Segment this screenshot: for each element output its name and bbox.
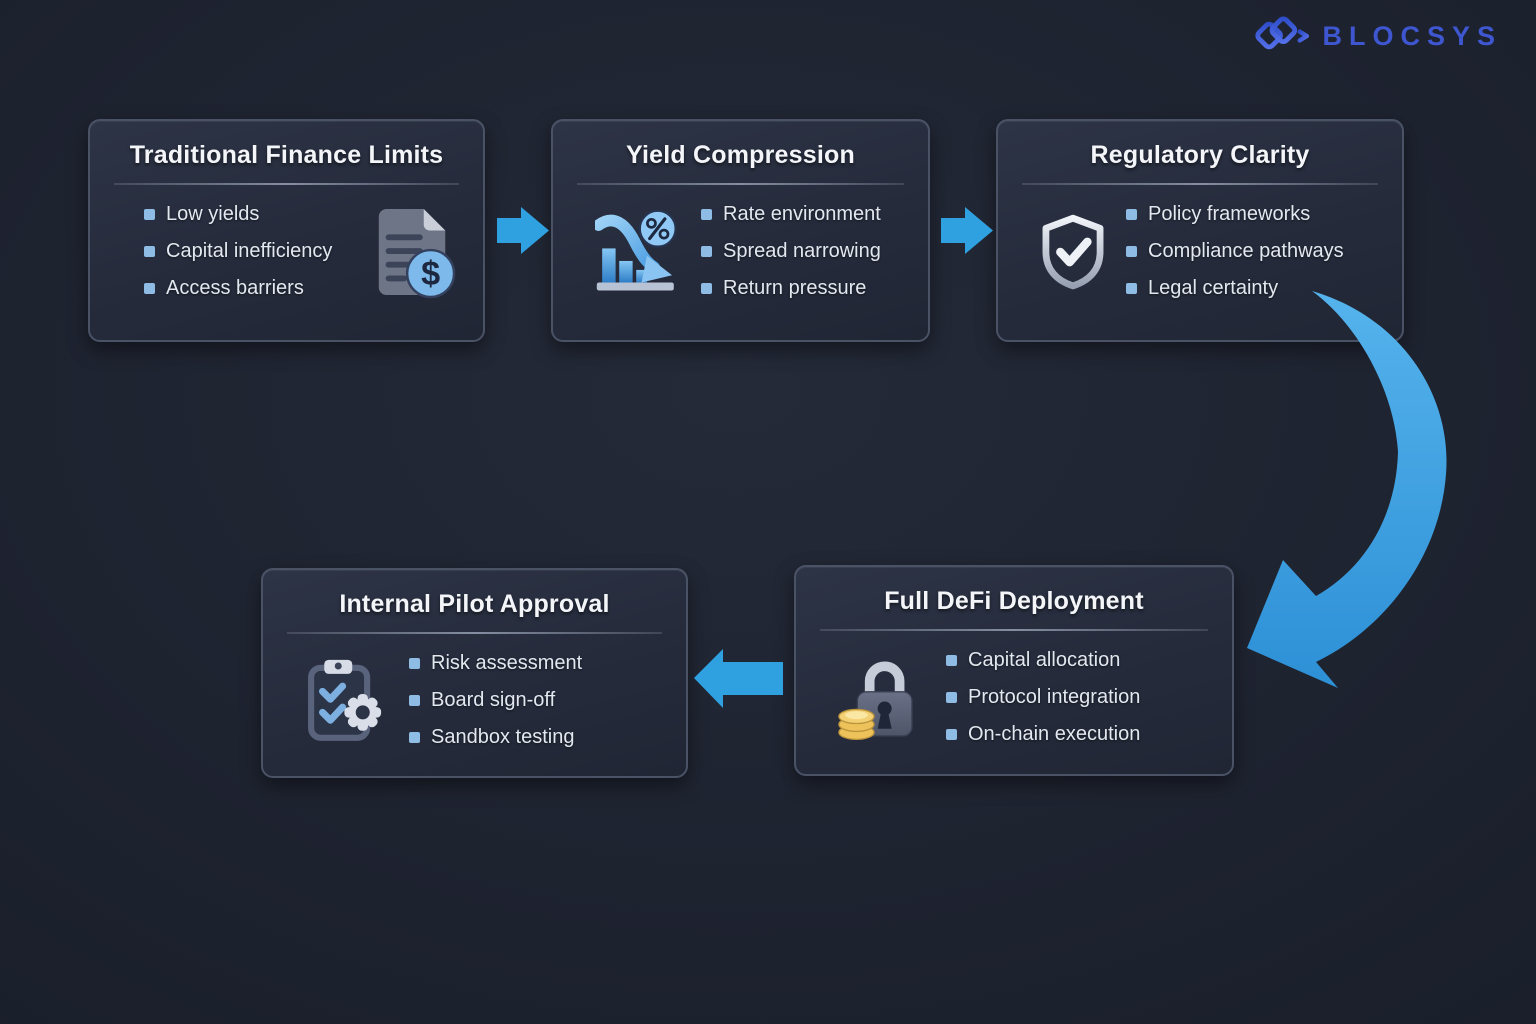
item-text: Spread narrowing: [723, 240, 881, 262]
divider: [577, 183, 904, 185]
card-yield-compression: Yield Compression: [551, 119, 930, 342]
list-item: Return pressure: [701, 275, 881, 302]
item-text: On-chain execution: [968, 723, 1141, 745]
item-text: Protocol integration: [968, 686, 1141, 708]
list-item: Capital allocation: [946, 647, 1140, 674]
blocsys-diamonds-icon: [1255, 16, 1310, 50]
brand-name: BLOCSYS: [1322, 20, 1502, 51]
bullet-square-icon: [144, 246, 155, 257]
card-internal-pilot-approval: Internal Pilot Approval: [261, 568, 688, 778]
lock-coins-icon: [838, 653, 926, 743]
card-item-list: Rate environment Spread narrowing Return…: [701, 201, 881, 302]
list-item: Capital inefficiency: [144, 238, 332, 265]
divider: [1022, 183, 1378, 185]
list-item: Access barriers: [144, 275, 332, 302]
list-item: Sandbox testing: [409, 724, 582, 751]
item-text: Board sign-off: [431, 689, 556, 711]
arrow-traditional-to-yield-icon: [497, 207, 549, 254]
bullet-square-icon: [946, 692, 957, 703]
bullet-square-icon: [1126, 246, 1137, 257]
bullet-square-icon: [409, 658, 420, 669]
bullet-square-icon: [701, 209, 712, 220]
item-text: Return pressure: [723, 277, 867, 299]
list-item: Policy frameworks: [1126, 201, 1344, 228]
list-item: On-chain execution: [946, 721, 1140, 748]
list-item: Risk assessment: [409, 650, 582, 677]
declining-chart-percent-icon: [595, 209, 681, 294]
item-text: Policy frameworks: [1148, 203, 1311, 225]
list-item: Rate environment: [701, 201, 881, 228]
arrow-deployment-to-pilot-icon: [694, 649, 783, 708]
bullet-square-icon: [946, 729, 957, 740]
bullet-square-icon: [701, 283, 712, 294]
card-regulatory-clarity: Regulatory Clarity Policy frameworks Com…: [996, 119, 1404, 342]
card-item-list: Capital allocation Protocol integration …: [946, 647, 1140, 748]
list-item: Board sign-off: [409, 687, 582, 714]
card-traditional-finance-limits: Traditional Finance Limits Low yields Ca…: [88, 119, 485, 342]
item-text: Rate environment: [723, 203, 881, 225]
bullet-square-icon: [144, 283, 155, 294]
divider: [114, 183, 459, 185]
list-item: Spread narrowing: [701, 238, 881, 265]
bullet-square-icon: [144, 209, 155, 220]
item-text: Capital allocation: [968, 649, 1121, 671]
divider: [287, 632, 662, 634]
shield-check-icon: [1040, 213, 1106, 291]
item-text: Sandbox testing: [431, 726, 575, 748]
bullet-square-icon: [1126, 209, 1137, 220]
list-item: Compliance pathways: [1126, 238, 1344, 265]
item-text: Compliance pathways: [1148, 240, 1344, 262]
bullet-square-icon: [409, 695, 420, 706]
card-item-list: Policy frameworks Compliance pathways Le…: [1126, 201, 1344, 302]
card-full-defi-deployment: Full DeFi Deployment: [794, 565, 1234, 776]
card-title: Traditional Finance Limits: [129, 141, 444, 169]
item-text: Capital inefficiency: [166, 240, 333, 262]
item-text: Low yields: [166, 203, 260, 225]
bullet-square-icon: [409, 732, 420, 743]
document-dollar-icon: $: [369, 205, 457, 299]
card-title: Full DeFi Deployment: [884, 587, 1144, 615]
card-title: Yield Compression: [626, 141, 855, 169]
bullet-square-icon: [701, 246, 712, 257]
item-text: Access barriers: [166, 277, 304, 299]
clipboard-checklist-gear-icon: [305, 657, 389, 745]
arrow-yield-to-regulatory-icon: [941, 207, 993, 254]
list-item: Protocol integration: [946, 684, 1140, 711]
bullet-square-icon: [1126, 283, 1137, 294]
list-item: Low yields: [144, 201, 332, 228]
list-item: Legal certainty: [1126, 275, 1344, 302]
arrow-regulatory-to-deployment-icon: [1247, 291, 1447, 688]
svg-text:$: $: [421, 255, 440, 293]
card-title: Internal Pilot Approval: [339, 590, 610, 618]
card-title: Regulatory Clarity: [1090, 141, 1310, 169]
card-item-list: Low yields Capital inefficiency Access b…: [144, 201, 332, 302]
item-text: Legal certainty: [1148, 277, 1279, 299]
divider: [820, 629, 1208, 631]
item-text: Risk assessment: [431, 652, 583, 674]
card-item-list: Risk assessment Board sign-off Sandbox t…: [409, 650, 582, 751]
brand-logo: BLOCSYS: [1251, 12, 1502, 60]
bullet-square-icon: [946, 655, 957, 666]
